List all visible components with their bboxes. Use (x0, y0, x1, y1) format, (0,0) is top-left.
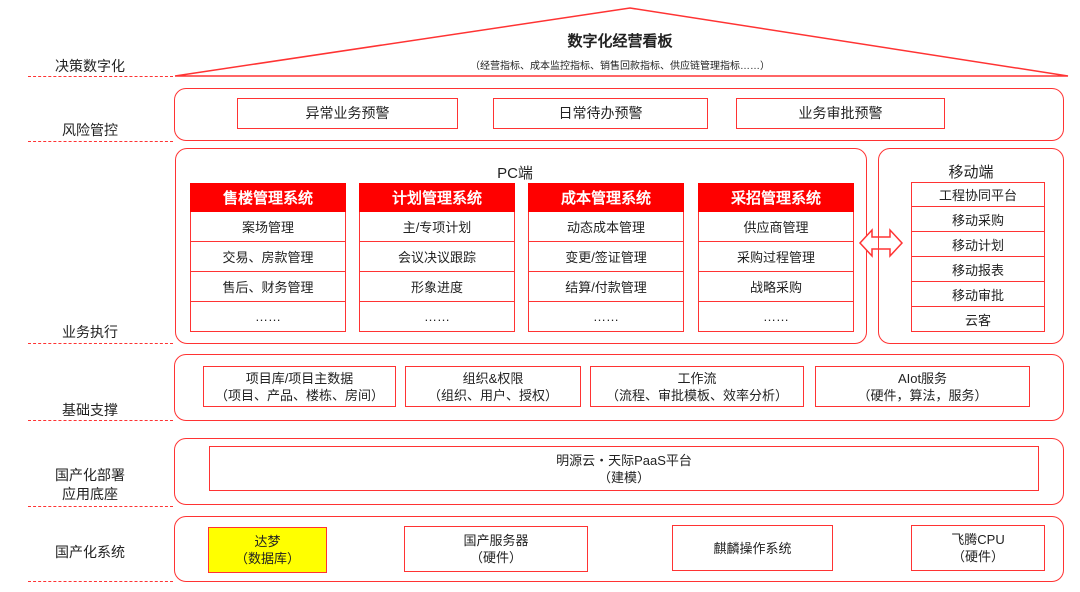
foundation-band (174, 354, 1064, 421)
layer-label-execution: 业务执行 (62, 324, 118, 340)
system-item: 案场管理 (190, 212, 346, 242)
box-title: 项目库/项目主数据 (245, 370, 354, 386)
foundation-box: 工作流（流程、审批模板、效率分析） (590, 366, 804, 407)
platform-band (174, 438, 1064, 505)
system-column: 采招管理系统供应商管理采购过程管理战略采购…… (698, 183, 854, 332)
box-title: 国产服务器 (463, 533, 529, 548)
system-item: 会议决议跟踪 (359, 242, 515, 272)
box-subtitle: （硬件，算法，服务） (857, 387, 988, 403)
mobile-item: 工程协同平台 (911, 182, 1045, 207)
box-subtitle: （组织、用户、授权） (427, 387, 558, 403)
box-title: 明源云・天际PaaS平台 (556, 452, 692, 468)
divider (28, 343, 173, 344)
box-title: AIot服务 (897, 370, 948, 386)
system-item: 供应商管理 (698, 212, 854, 242)
system-item: 动态成本管理 (528, 212, 684, 242)
system-column: 成本管理系统动态成本管理变更/签证管理结算/付款管理…… (528, 183, 684, 332)
system-column: 售楼管理系统案场管理交易、房款管理售后、财务管理…… (190, 183, 346, 332)
system-header: 售楼管理系统 (190, 183, 346, 212)
domestic-box-cpu: 飞腾CPU （硬件） (911, 525, 1045, 571)
layer-label-base: 应用底座 (62, 486, 118, 502)
system-header: 采招管理系统 (698, 183, 854, 212)
divider (28, 76, 173, 77)
divider (28, 506, 173, 507)
divider (28, 581, 173, 582)
foundation-box: 组织&权限（组织、用户、授权） (405, 366, 581, 407)
bidirectional-arrow-icon (858, 228, 904, 258)
platform-box: 明源云・天际PaaS平台（建模） (209, 446, 1039, 491)
system-item: 战略采购 (698, 272, 854, 302)
system-header: 计划管理系统 (359, 183, 515, 212)
mobile-item: 移动报表 (911, 257, 1045, 282)
system-item: 采购过程管理 (698, 242, 854, 272)
foundation-box: 项目库/项目主数据（项目、产品、楼栋、房间） (203, 366, 396, 407)
layer-label-deploy: 国产化部署 (55, 467, 125, 483)
domestic-box-os: 麒麟操作系统 (672, 525, 833, 571)
foundation-box: AIot服务（硬件，算法，服务） (815, 366, 1030, 407)
risk-alert-box: 业务审批预警 (736, 98, 945, 129)
dashboard-subtitle: （经营指标、成本监控指标、销售回款指标、供应链管理指标……） (470, 61, 770, 72)
system-item: 形象进度 (359, 272, 515, 302)
risk-alert-box: 异常业务预警 (237, 98, 458, 129)
domestic-band (174, 516, 1064, 582)
box-title: 麒麟操作系统 (713, 540, 792, 556)
mobile-title: 移动端 (948, 164, 994, 181)
mobile-item: 移动采购 (911, 207, 1045, 232)
box-subtitle: （项目、产品、楼栋、房间） (214, 387, 384, 403)
box-title: 工作流 (677, 370, 717, 386)
mobile-band (878, 148, 1064, 344)
pc-title: PC端 (497, 165, 533, 182)
box-subtitle: （硬件） (951, 549, 1004, 564)
layer-label-foundation: 基础支撑 (62, 402, 118, 418)
divider (28, 141, 173, 142)
domestic-box-server: 国产服务器 （硬件） (404, 526, 588, 572)
system-item: 售后、财务管理 (190, 272, 346, 302)
system-item: …… (190, 302, 346, 332)
dashboard-title: 数字化经营看板 (567, 33, 673, 50)
layer-label-risk: 风险管控 (62, 122, 118, 138)
dashboard-roof (174, 7, 1069, 77)
system-item: …… (528, 302, 684, 332)
box-title: 飞腾CPU (951, 532, 1005, 547)
box-subtitle: （流程、审批模板、效率分析） (605, 387, 788, 403)
system-item: 交易、房款管理 (190, 242, 346, 272)
mobile-item: 移动计划 (911, 232, 1045, 257)
box-title: 达梦 (254, 534, 281, 549)
system-column: 计划管理系统主/专项计划会议决议跟踪形象进度…… (359, 183, 515, 332)
system-item: 结算/付款管理 (528, 272, 684, 302)
box-subtitle: （建模） (597, 469, 650, 485)
system-item: 主/专项计划 (359, 212, 515, 242)
box-title: 组织&权限 (462, 370, 524, 386)
domestic-box-database: 达梦 （数据库） (208, 527, 327, 573)
divider (28, 420, 173, 421)
box-subtitle: （数据库） (234, 551, 300, 566)
system-item: …… (698, 302, 854, 332)
risk-band (174, 88, 1064, 141)
system-item: 变更/签证管理 (528, 242, 684, 272)
layer-label-decision: 决策数字化 (55, 58, 125, 74)
risk-alert-box: 日常待办预警 (493, 98, 708, 129)
layer-label-domestic: 国产化系统 (55, 544, 125, 560)
mobile-item: 移动审批 (911, 282, 1045, 307)
box-subtitle: （硬件） (469, 550, 522, 565)
system-header: 成本管理系统 (528, 183, 684, 212)
mobile-item: 云客 (911, 307, 1045, 332)
mobile-list: 工程协同平台 移动采购 移动计划 移动报表 移动审批 云客 (911, 182, 1045, 332)
system-item: …… (359, 302, 515, 332)
